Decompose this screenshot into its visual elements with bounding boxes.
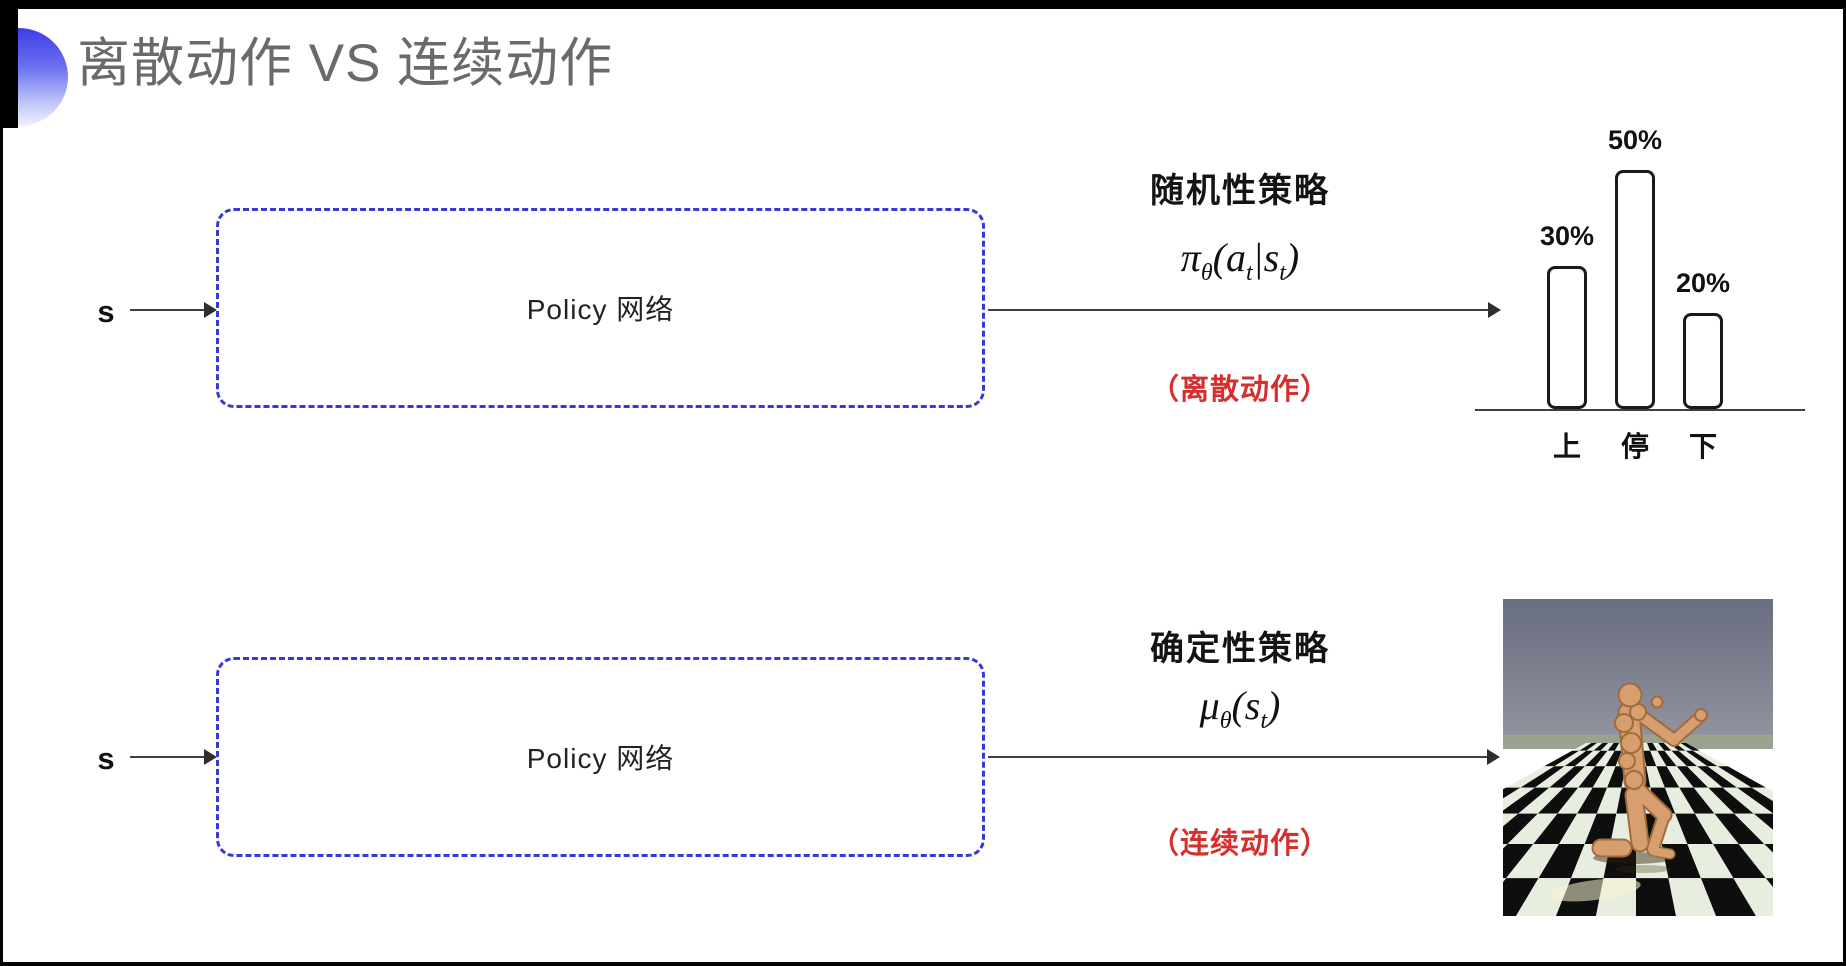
continuous-action-note: （连续动作）	[1149, 828, 1330, 860]
floor-reflection	[1549, 878, 1641, 902]
discrete-action-note: （离散动作）	[1149, 374, 1330, 406]
bar-category-label: 停	[1620, 431, 1649, 462]
stochastic-policy-formula: πθ(at|st)	[1180, 235, 1300, 286]
output-arrow-line	[988, 756, 1487, 758]
probability-bar	[1615, 170, 1655, 409]
state-input-label: s	[97, 294, 115, 329]
policy-network-box: Policy 网络	[216, 208, 985, 408]
deterministic-policy-formula: μθ(st)	[1199, 683, 1281, 734]
frame-edge	[0, 962, 1846, 966]
frame-edge	[0, 0, 1846, 9]
input-arrow-line	[130, 309, 206, 311]
bar-value-label: 30%	[1539, 221, 1595, 251]
output-arrow-head-icon	[1488, 302, 1501, 318]
humanoid-robot	[1591, 682, 1708, 860]
action-probability-bar-chart: 30% 上 50% 停 20% 下	[1475, 119, 1805, 462]
robot-shadow	[1615, 865, 1671, 873]
stochastic-policy-title: 随机性策略	[1150, 172, 1330, 210]
policy-network-label: Policy 网络	[526, 743, 675, 774]
input-arrow-head-icon	[204, 749, 217, 765]
bar-value-label: 20%	[1675, 268, 1731, 298]
policy-network-box: Policy 网络	[216, 657, 985, 857]
frame-edge	[0, 0, 3, 966]
deterministic-policy-title: 确定性策略	[1150, 630, 1330, 668]
page-title: 离散动作 VS 连续动作	[77, 34, 614, 93]
output-arrow-line	[988, 309, 1488, 311]
robot-head	[1617, 682, 1643, 708]
humanoid-robot-image	[1503, 599, 1773, 916]
bar-category-label: 上	[1552, 431, 1581, 462]
output-arrow-head-icon	[1487, 749, 1500, 765]
probability-bar	[1683, 313, 1723, 409]
frame-edge	[1843, 0, 1846, 966]
policy-network-label: Policy 网络	[526, 294, 675, 325]
robot-hand	[1694, 708, 1708, 722]
probability-bar	[1547, 266, 1587, 409]
input-arrow-line	[130, 756, 206, 758]
frame-edge	[0, 0, 18, 128]
title-accent-circle	[18, 28, 68, 126]
robot-hand	[1650, 695, 1664, 709]
bar-category-label: 下	[1688, 431, 1717, 462]
input-arrow-head-icon	[204, 302, 217, 318]
bar-value-label: 50%	[1607, 125, 1663, 155]
state-input-label: s	[97, 741, 115, 776]
